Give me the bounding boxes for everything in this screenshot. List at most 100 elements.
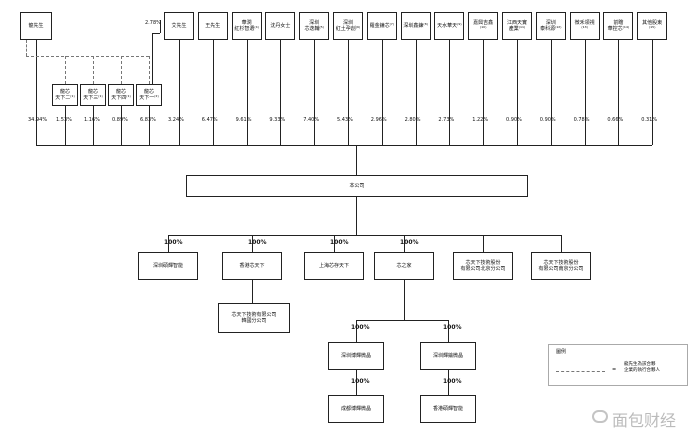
shareholder-box: 王先生: [197, 12, 228, 40]
connector-line: [152, 33, 160, 34]
platform-box: 龍芯 天下三⁽¹⁾: [80, 84, 106, 106]
subsidiary-box: 深圳輝鑰微晶: [420, 342, 476, 370]
shareholder-percentage: 34.94%: [28, 117, 48, 123]
platform-box: 龍芯 天下四⁽¹⁾: [108, 84, 134, 106]
weibo-icon: [592, 410, 608, 423]
subsidiary-percentage: 100%: [248, 239, 267, 246]
connector-line: [160, 20, 161, 33]
shareholder-percentage: 2.96%: [370, 117, 387, 123]
shareholder-box: 其他股東⁽¹⁵⁾: [637, 12, 668, 40]
shareholder-percentage: 0.78%: [573, 117, 590, 123]
shareholder-percentage: 0.90%: [506, 117, 522, 123]
subsidiary-box: 芯之家: [374, 252, 434, 280]
shareholder-percentage: 0.31%: [641, 117, 658, 123]
shareholder-box: 艾先生: [164, 12, 194, 40]
subsidiary-percentage: 100%: [351, 378, 370, 385]
shareholder-percentage: 2.78%: [145, 20, 161, 26]
dashed-line: [556, 371, 605, 372]
shareholder-box: 前瞻 華控芯⁽¹⁴⁾: [603, 12, 634, 40]
shareholder-percentage: 9.33%: [269, 117, 286, 123]
shareholder-box: 微禾領視⁽¹³⁾: [569, 12, 600, 40]
subsidiary-percentage: 100%: [443, 378, 462, 385]
connector-line: [356, 145, 357, 175]
shareholder-percentage: 7.40%: [303, 117, 320, 123]
platform-percentage: 6.83%: [140, 117, 156, 123]
connector-line: [121, 106, 122, 145]
subsidiary-box: 深圳碩輝智能: [138, 252, 198, 280]
connector-line: [483, 40, 485, 145]
subsidiary-percentage: 100%: [330, 239, 349, 246]
shareholder-box: 深圳 泰科源⁽¹²⁾: [535, 12, 566, 40]
platform-percentage: 0.89%: [112, 117, 128, 123]
connector-line: [348, 40, 349, 145]
connector-line: [36, 40, 37, 145]
subsidiary-box: 成都博輝微晶: [328, 395, 384, 423]
connector-line: [314, 40, 316, 145]
connector-line: [152, 33, 153, 84]
dashed-line: [93, 56, 94, 84]
connector-line: [404, 280, 405, 320]
subsidiary-box: 芯天下技術股份 有限公司北京分公司: [453, 252, 513, 280]
connector-line: [483, 235, 484, 252]
connector-line: [618, 40, 620, 145]
platform-percentage: 1.53%: [56, 117, 72, 123]
connector-line: [561, 235, 562, 252]
shareholder-percentage: 6.47%: [201, 117, 218, 123]
branch-box: 芯天下技術有限公司 韓國分公司: [218, 303, 290, 333]
connector-line: [93, 106, 94, 145]
shareholder-box: 華潤 紅杉智選⁽⁴⁾: [231, 12, 262, 40]
connector-line: [334, 235, 335, 252]
dashed-line: [26, 56, 149, 57]
connector-line: [415, 40, 417, 145]
connector-line: [280, 40, 282, 145]
shareholder-percentage: 0.90%: [539, 117, 556, 123]
shareholder-percentage: 9.61%: [235, 117, 252, 123]
connector-line: [448, 320, 449, 342]
platform-percentage: 1.16%: [84, 117, 100, 123]
connector-line: [356, 197, 357, 235]
connector-line: [381, 40, 383, 145]
connector-line: [168, 235, 561, 236]
platform-box: 龍芯 天下一⁽²⁾: [136, 84, 162, 106]
legend-equals: =: [612, 367, 617, 373]
shareholder-percentage: 2.80%: [404, 117, 421, 123]
connector-line: [517, 40, 518, 145]
connector-line: [448, 370, 449, 395]
connector-line: [252, 235, 253, 252]
legend-box: [548, 344, 688, 386]
shareholder-box: 深圳鑫鍊⁽⁸⁾: [400, 12, 431, 40]
connector-line: [584, 40, 586, 145]
legend-description: 龍先生為該合夥 企業的執行合夥人: [624, 362, 660, 373]
subsidiary-box: 上海芯存天下: [304, 252, 364, 280]
connector-line: [252, 280, 253, 303]
subsidiary-box: 芯天下技術股份 有限公司南京分公司: [531, 252, 591, 280]
connector-line: [65, 106, 66, 145]
shareholder-box: 龍先生: [20, 12, 52, 40]
dashed-line: [121, 56, 122, 84]
platform-box: 龍芯 天下二⁽¹⁾: [52, 84, 78, 106]
connector-line: [404, 235, 405, 252]
connector-line: [246, 40, 248, 145]
shareholder-box: 天水華天⁽⁹⁾: [434, 12, 465, 40]
connector-line: [212, 40, 214, 145]
subsidiary-percentage: 100%: [351, 324, 370, 331]
subsidiary-percentage: 100%: [164, 239, 183, 246]
connector-line: [550, 40, 552, 145]
watermark-text: 面包财经: [612, 411, 677, 430]
company-box: 本公司: [186, 175, 528, 197]
connector-line: [149, 106, 150, 145]
shareholder-box: 深圳 芯逸輔⁽⁵⁾: [299, 12, 330, 40]
subsidiary-percentage: 100%: [400, 239, 419, 246]
dashed-line: [149, 56, 150, 84]
shareholder-bus-line: [36, 145, 653, 146]
shareholder-percentage: 2.73%: [438, 117, 455, 123]
shareholder-box: 江西天實 產業⁽¹¹⁾: [502, 12, 532, 40]
subsidiary-percentage: 100%: [443, 324, 462, 331]
shareholder-percentage: 1.22%: [472, 117, 489, 123]
connector-line: [449, 40, 451, 145]
subsidiary-box: 香港芯天下: [222, 252, 282, 280]
shareholder-box: 沈丹女士: [265, 12, 296, 40]
shareholder-box: 羅金鐘芯⁽⁷⁾: [366, 12, 397, 40]
shareholder-box: 嘉興吉鑫⁽¹⁰⁾: [468, 12, 499, 40]
